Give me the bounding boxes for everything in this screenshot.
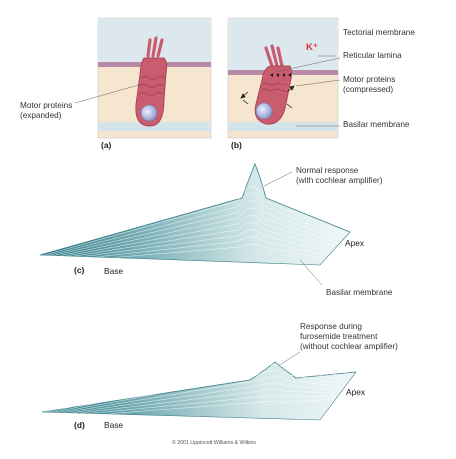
panel-d-response-label-1: Response during bbox=[300, 322, 362, 331]
panel-b-tectorial-membrane bbox=[228, 18, 338, 70]
panel-d-id: (d) bbox=[74, 420, 85, 430]
panel-c-response-leader bbox=[263, 171, 293, 187]
panel-a-leader bbox=[74, 83, 143, 104]
panel-c-id: (c) bbox=[74, 265, 85, 275]
wave-contour-line bbox=[55, 236, 331, 262]
wave-contour-line bbox=[57, 398, 334, 418]
panel-b-motor-ridges bbox=[261, 82, 288, 92]
panel-c-wave bbox=[39, 162, 351, 286]
panel-a-id: (a) bbox=[101, 140, 112, 150]
panel-c-response-label-2: (with cochlear amplifier) bbox=[296, 176, 383, 185]
wave-contour-line bbox=[41, 186, 348, 257]
panel-b-leaders bbox=[274, 55, 341, 127]
panel-d-edge bbox=[41, 361, 357, 413]
wave-contour-line bbox=[49, 376, 344, 416]
panel-b-motor-label-2: (compressed) bbox=[343, 85, 394, 94]
panel-d-wave bbox=[41, 351, 357, 421]
wave-contour-line bbox=[47, 207, 341, 259]
wave-contour-line bbox=[49, 214, 338, 260]
panel-d-apex-label: Apex bbox=[346, 387, 366, 397]
panel-a-motor-ridges bbox=[138, 76, 166, 96]
panel-c-basilar-leader bbox=[299, 259, 323, 286]
panel-b-nucleus bbox=[255, 102, 273, 120]
panel-d-response-label-2: furosemide treatment bbox=[300, 332, 378, 341]
panel-d-base-label: Base bbox=[104, 420, 124, 430]
panel-a-motor-label-2: (expanded) bbox=[20, 111, 62, 120]
wave-contour-line bbox=[43, 358, 352, 414]
panel-d-base-edge bbox=[41, 371, 357, 421]
wave-contour-line bbox=[51, 382, 342, 416]
panel-a-schematic bbox=[74, 17, 212, 139]
panel-c-contour-lines bbox=[41, 186, 348, 263]
panel-b-id: (b) bbox=[231, 140, 242, 150]
panel-b-schematic bbox=[227, 17, 341, 139]
panel-b-arrowheads bbox=[270, 73, 291, 77]
panel-b-tectorial-label: Tectorial membrane bbox=[343, 28, 415, 37]
wave-contour-line bbox=[47, 370, 347, 415]
wave-contour-line bbox=[45, 200, 343, 258]
panel-c-surface bbox=[40, 164, 350, 265]
panel-d-response-leader bbox=[277, 351, 301, 367]
wave-contour-line bbox=[55, 394, 337, 418]
panel-c-base-edge bbox=[39, 231, 351, 266]
potassium-ion: K⁺ bbox=[306, 42, 318, 53]
wave-contour-line bbox=[45, 364, 349, 415]
panel-d-response-label-3: (without cochlear amplifier) bbox=[300, 342, 398, 351]
panel-d-surface bbox=[42, 362, 356, 420]
wave-contour-line bbox=[53, 229, 333, 261]
panel-b-reticular-label: Reticular lamina bbox=[343, 51, 402, 60]
wave-contour-line bbox=[51, 222, 336, 261]
panel-a-stereocilia bbox=[146, 36, 164, 58]
panel-c-base-label: Base bbox=[104, 266, 124, 276]
panel-b-motor-label-1: Motor proteins bbox=[343, 75, 396, 84]
panel-a-nucleus bbox=[140, 104, 158, 122]
copyright: © 2001 Lippincott Williams & Wilkins bbox=[172, 440, 256, 446]
panel-b-compression-arrows bbox=[240, 85, 295, 109]
panel-a-basilar-membrane bbox=[98, 122, 211, 131]
panel-b-stereocilia bbox=[264, 44, 284, 68]
wave-contour-line bbox=[43, 193, 346, 257]
wave-contour-line bbox=[41, 351, 354, 413]
panel-d-contour-lines bbox=[41, 351, 354, 418]
panel-b-basilar-label: Basilar membrane bbox=[343, 120, 410, 129]
panel-a-motor-label-1: Motor proteins bbox=[20, 101, 73, 110]
wave-contour-line bbox=[57, 243, 328, 263]
panel-c-response-label-1: Normal response bbox=[296, 166, 359, 175]
panel-c-basilar-label: Basilar membrane bbox=[326, 288, 393, 297]
panel-c-apex-label: Apex bbox=[345, 238, 365, 248]
wave-contour-line bbox=[53, 388, 339, 417]
panel-b-basilar-membrane bbox=[228, 122, 338, 131]
